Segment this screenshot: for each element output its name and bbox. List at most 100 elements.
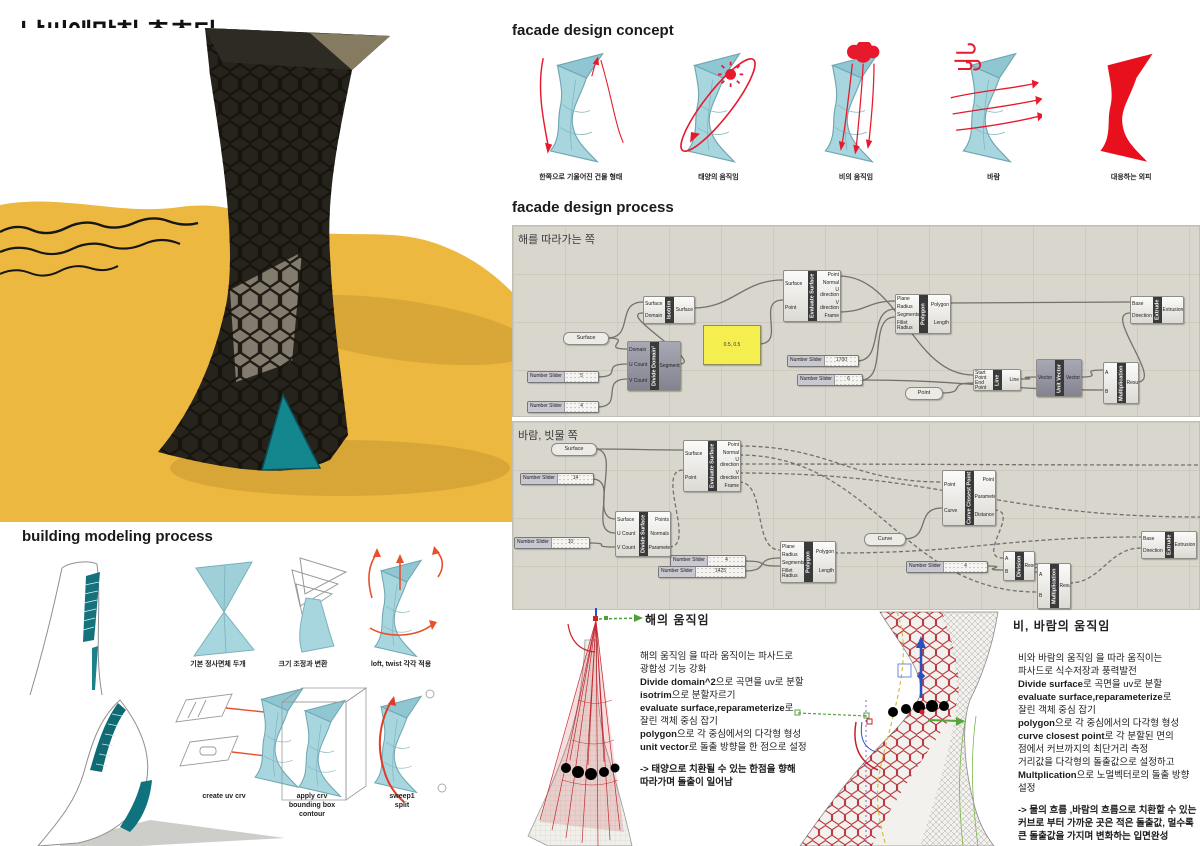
modeling-caption-2: 크기 조정과 변환: [278, 661, 328, 668]
gh-wire: [903, 507, 943, 540]
modeling-caption-1: 기본 정사면체 두개: [190, 661, 246, 668]
gh-node-multiplication: ABMultiplicationResult: [1103, 362, 1139, 404]
process-heading: facade design process: [512, 199, 674, 216]
text-line: Divide domain^2으로 곡면을 uv로 분할: [640, 677, 804, 688]
gh-wire: [948, 301, 1131, 304]
text-line: 거리값을 다각형의 돌출값으로 설정하고: [1018, 757, 1175, 768]
text-line: 커브로 부터 가까운 곳은 적은 돌출값, 멀수록: [1018, 818, 1194, 829]
tower-roof-facet: [310, 33, 390, 70]
rain-cloud-flow-icon: [824, 42, 880, 163]
text-line: isotrim으로 분할자르기: [640, 690, 736, 701]
concept-caption: 대응하는 외피: [1110, 174, 1152, 181]
gh-wire: [860, 316, 896, 381]
concept-caption: 바람: [987, 174, 1001, 181]
gh-wires: [587, 275, 1200, 593]
responsive-skin-icon: [1100, 53, 1153, 162]
gh-data-panel: 0.5, 0.5: [703, 325, 761, 365]
icon-sweep-split: [374, 689, 447, 803]
gh-wire: [738, 472, 1200, 518]
gh-wire: [1122, 312, 1145, 383]
gh-section-wind-label: 바람, 빗물 쪽: [518, 430, 578, 442]
modeling-heading: building modeling process: [22, 528, 213, 545]
modeling-diagrams: [29, 546, 447, 846]
icon-loft-twist: [368, 546, 444, 657]
concept-caption: 비의 움직임: [838, 174, 874, 181]
rain-hex-mesh: [800, 612, 959, 846]
sun-fan-fill: [540, 620, 624, 832]
text-line: 따라가며 돌출이 일어남: [640, 777, 733, 788]
rain-section-title: 비, 바람의 움직임: [1013, 619, 1111, 633]
gh-wire: [738, 463, 1200, 466]
gh-wire: [596, 378, 628, 408]
sketch-tower-2: [37, 699, 285, 846]
contour-line-3: [0, 265, 119, 277]
gh-param-point: Point: [905, 387, 943, 400]
text-line: curve closest point로 각 분할된 면의: [1018, 731, 1174, 742]
gh-section-sun-label: 해를 따라가는 쪽: [518, 234, 595, 246]
sun-orbit-icon: [680, 53, 757, 163]
concept-caption: 한쪽으로 기울어진 건물 형태: [539, 174, 623, 181]
text-line: Multplication으로 노멀벡터로의 돌출 방향: [1018, 770, 1190, 781]
gh-wire: [758, 299, 784, 345]
text-line: evaluate surface,reparameterize로: [1018, 692, 1172, 703]
text-line: polygon으로 각 중심에서의 다각형 형성: [640, 729, 802, 740]
concept-item-tilted: 한쪽으로 기울어진 건물 형태: [512, 42, 650, 198]
text-line: 파사드로 식수저장과 풍력발전: [1018, 666, 1137, 677]
icon-scale-transform: [291, 557, 348, 653]
text-line: -> 태양으로 치환될 수 있는 한점을 향해: [640, 764, 796, 775]
gh-wire: [738, 481, 781, 551]
gh-wire: [606, 337, 628, 350]
gh-wire: [594, 448, 684, 451]
icon-bounding-box: [280, 687, 368, 801]
gh-wire: [856, 308, 896, 362]
concept-item-skin: 대응하는 외피: [1062, 42, 1200, 198]
modeling-caption-4: create uv crv: [202, 793, 246, 800]
text-line: Divide surface로 곡면을 uv로 분할: [1018, 679, 1163, 690]
text-line: polygon으로 각 중심에서의 다각형 형성: [1018, 718, 1180, 729]
gh-wire: [1018, 376, 1037, 380]
text-line: 점에서 커브까지의 최단거리 측정: [1018, 744, 1149, 755]
gh-node-division: ABDivisionResult: [1003, 551, 1035, 581]
text-line: 광합성 기능 강화: [640, 664, 707, 675]
gh-param-curve: Curve: [864, 533, 906, 546]
gh-wire: [606, 301, 644, 339]
sun-movement-diagram: [527, 608, 643, 846]
gh-wire: [993, 509, 1004, 559]
gh-wire: [692, 279, 784, 309]
gh-wire: [594, 448, 616, 520]
concept-item-rain: 비의 움직임: [787, 42, 925, 198]
modeling-caption-3: loft, twist 각각 적용: [370, 661, 432, 668]
sun-gumball: [567, 608, 643, 653]
rain-tower-hatch: [920, 612, 998, 846]
text-line: 비와 바람의 움직임 을 따라 움직이는: [1018, 653, 1163, 664]
text-line: [640, 754, 807, 763]
text-line: -> 물의 흐름 ,바람의 흐름으로 치환할 수 있는: [1018, 805, 1197, 816]
text-line: unit vector로 돌출 방향을 한 점으로 설정: [640, 742, 807, 753]
text-line: [1018, 795, 1196, 804]
gh-param-surface: Surface: [563, 332, 609, 345]
icon-create-uv-crv: [175, 688, 304, 788]
gh-wire: [985, 565, 1004, 571]
sun-section-title: 해의 움직임: [645, 613, 710, 627]
text-line: 설정: [1018, 783, 1036, 794]
gh-wire: [591, 478, 616, 534]
gh-wire: [1079, 369, 1104, 378]
sun-tower-hatch: [528, 640, 632, 846]
